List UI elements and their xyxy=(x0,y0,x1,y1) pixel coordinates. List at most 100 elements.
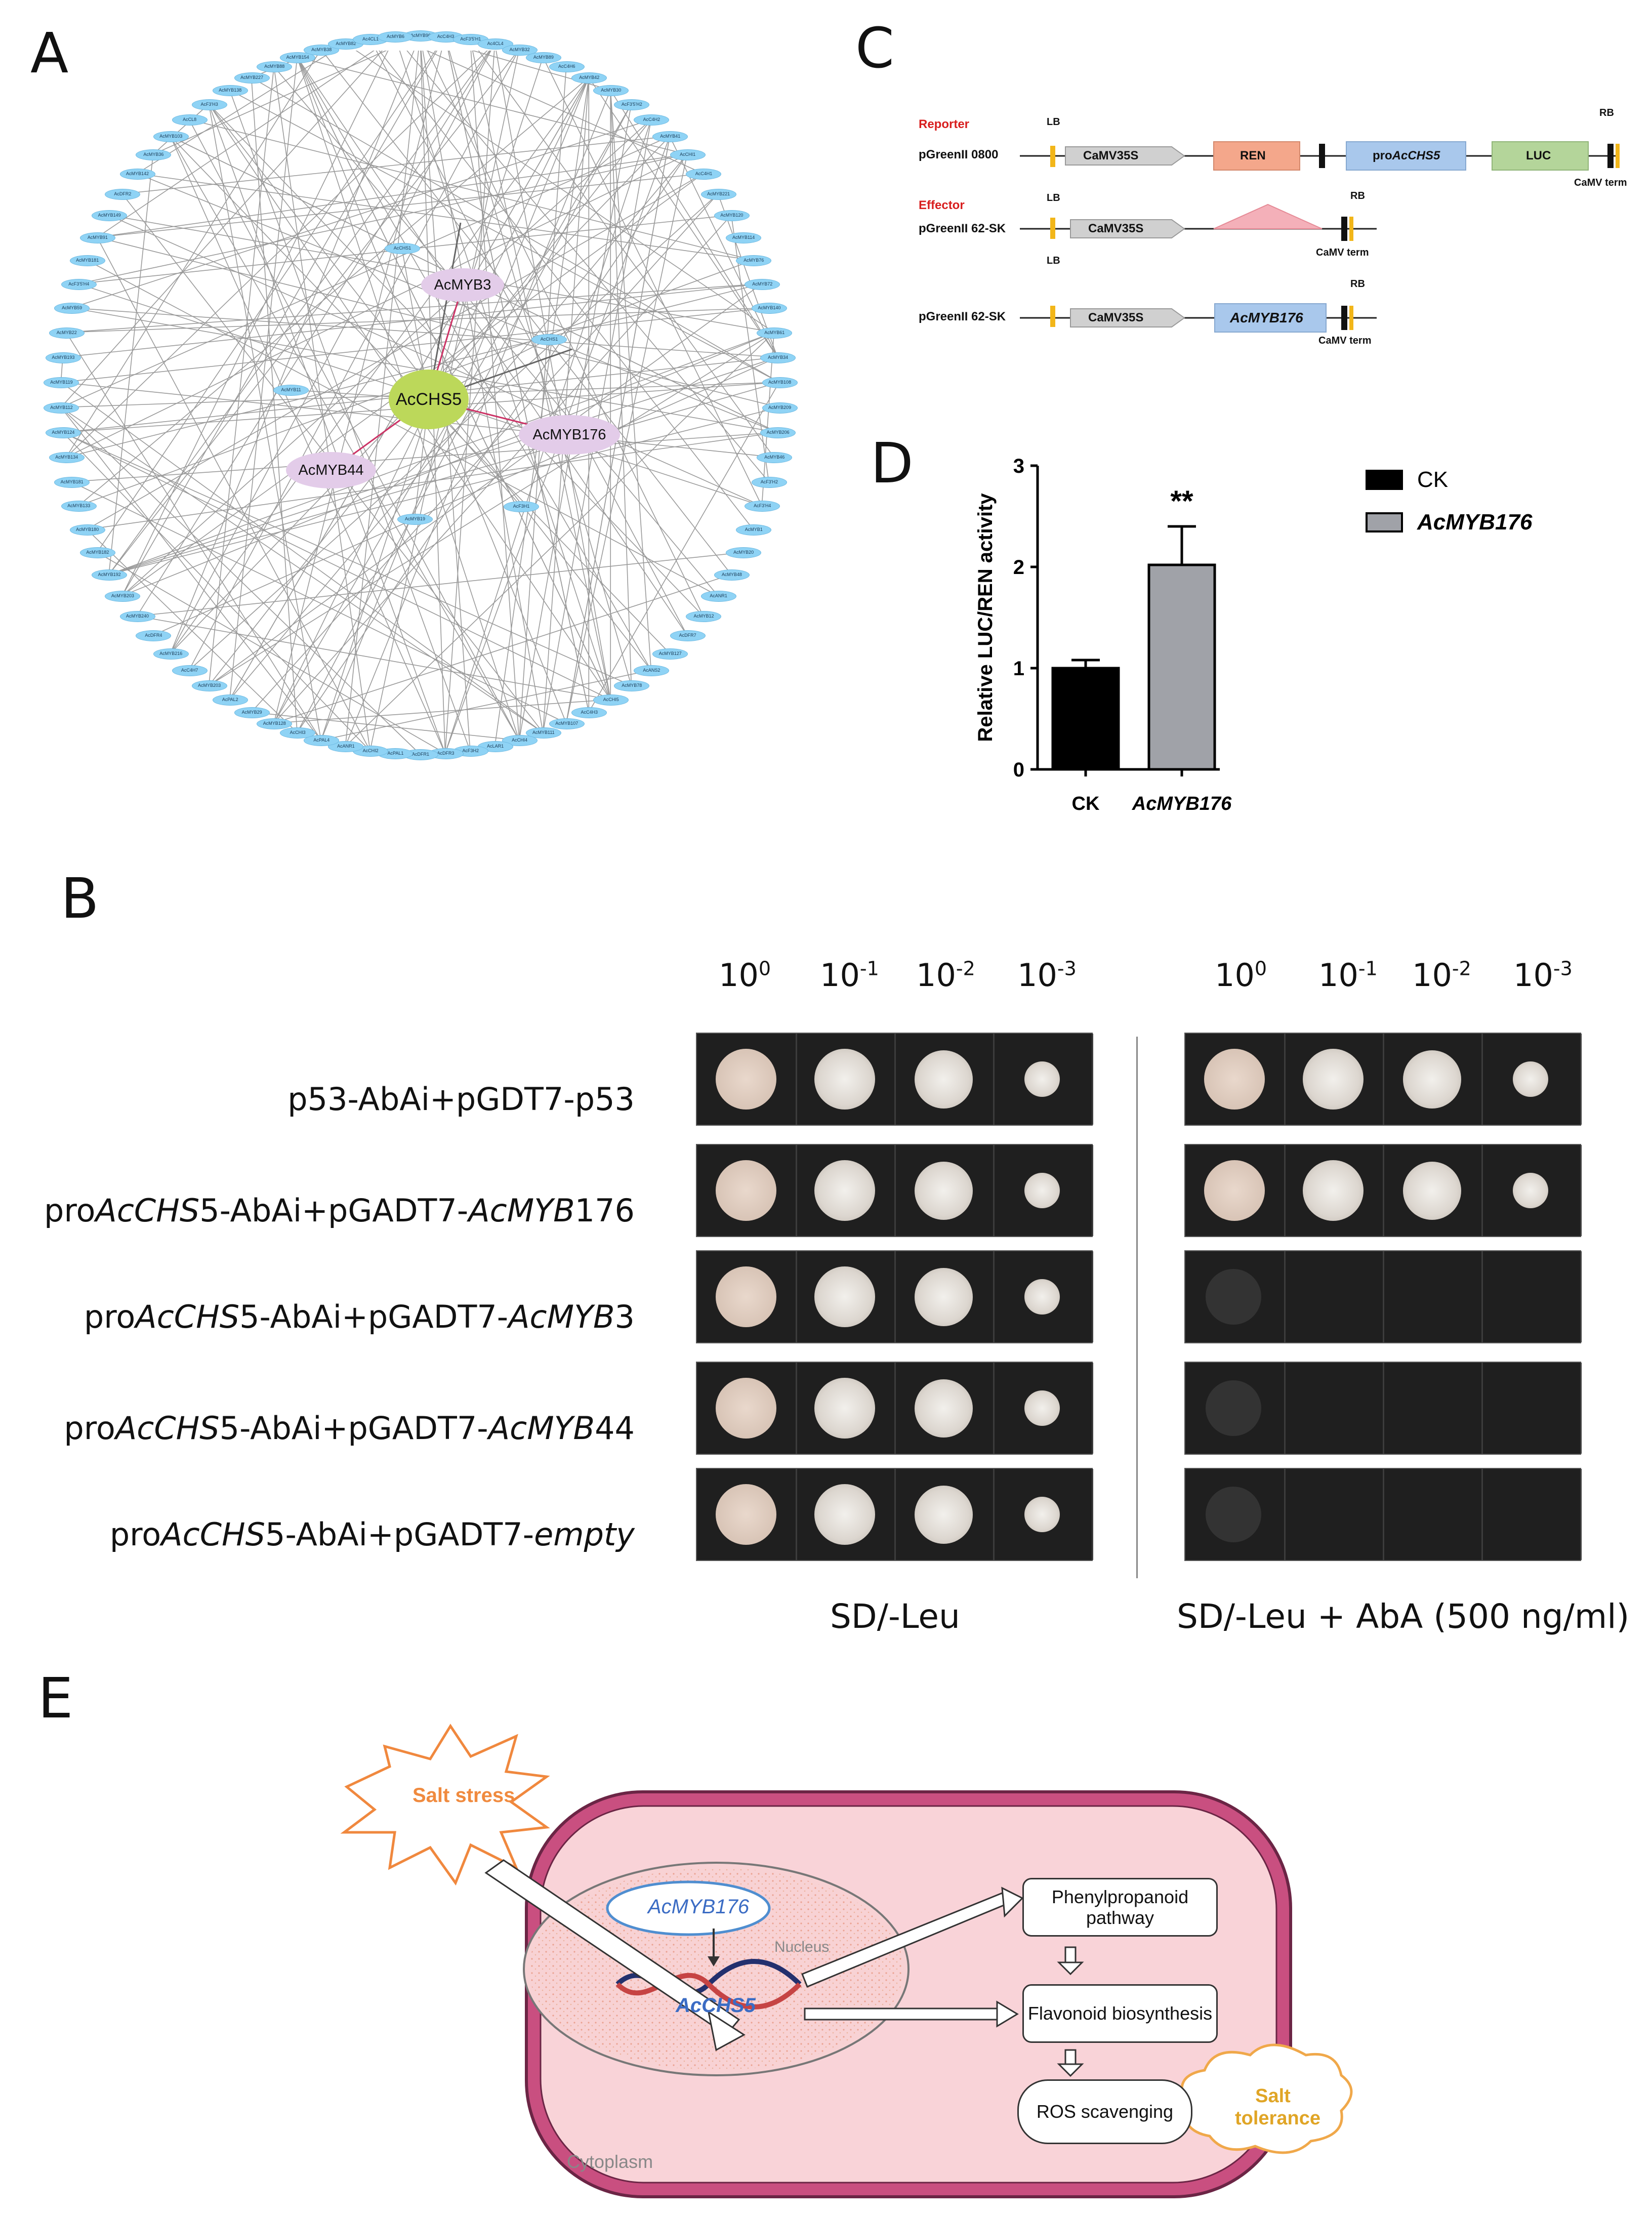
yeast-colony xyxy=(1402,1161,1461,1220)
panel-letter-c: C xyxy=(855,16,894,80)
network-edge xyxy=(170,51,491,654)
ring-node: AcMYB103 xyxy=(153,131,189,143)
ring-node: AcMYB34 xyxy=(760,352,796,363)
network-edge xyxy=(121,119,651,596)
network-edge xyxy=(108,51,519,575)
network-edge xyxy=(229,90,779,383)
x-category-label: CK xyxy=(1072,793,1100,814)
ring-node: AcF3'H2 xyxy=(751,476,787,488)
yeast-colony xyxy=(1024,1061,1060,1097)
yeast-colony xyxy=(716,1266,776,1327)
yeast-spot-cell xyxy=(796,1251,896,1342)
target-gene-label: AcCHS5 xyxy=(676,1994,756,2017)
bar-ck xyxy=(1051,667,1120,771)
yeast-spot-cell xyxy=(796,1363,896,1454)
pro-gene: AcCHS5 xyxy=(1392,149,1440,162)
ring-node: AcMYB59 xyxy=(54,303,90,314)
ring-node: AcMYB32 xyxy=(502,44,538,56)
yeast-spot-cell xyxy=(993,1034,1093,1125)
yeast-colony xyxy=(1402,1050,1461,1109)
network-edge xyxy=(189,193,719,671)
network-edge xyxy=(273,66,370,751)
yeast-spot-cell xyxy=(1383,1145,1483,1236)
camv-term-label-3: CaMV term xyxy=(1318,335,1372,346)
row-label-part: 5-AbAi+pGADT7- xyxy=(239,1298,509,1335)
yeast-plate-row xyxy=(1184,1468,1582,1561)
inner-node: AcF3H1 xyxy=(504,501,539,512)
yeast-colony xyxy=(716,1378,776,1439)
network-edge xyxy=(251,193,719,713)
effector-vector-label: pGreenII 62-SK xyxy=(919,222,1006,235)
yeast-colony xyxy=(1513,1061,1548,1097)
network-edge xyxy=(71,119,651,308)
ring-node: AcCL8 xyxy=(172,114,208,126)
medium-left-label: SD/-Leu xyxy=(830,1597,960,1636)
ring-node: AcMYB138 xyxy=(212,85,248,96)
ring-node: AcMYB128 xyxy=(257,718,293,729)
network-edge xyxy=(60,407,321,741)
yeast-colony xyxy=(814,1160,875,1221)
ring-node: AcMYB111 xyxy=(525,727,561,739)
nucleus-label: Nucleus xyxy=(774,1939,830,1955)
hub-label-acchs5: AcCHS5 xyxy=(395,389,462,409)
ring-node: AcC4H2 xyxy=(634,114,670,126)
yeast-spot-cell xyxy=(1185,1363,1286,1454)
ring-node: AcMYB72 xyxy=(745,278,780,290)
ring-node: AcMYB108 xyxy=(762,377,798,389)
network-edge xyxy=(321,670,651,741)
yeast-spot-cell xyxy=(1185,1034,1286,1125)
step-phenylpropanoid: Phenylpropanoid pathway xyxy=(1022,1878,1218,1937)
yeast-spot-cell xyxy=(1481,1251,1582,1342)
reporter-vector-label: pGreenII 0800 xyxy=(919,148,999,161)
rb-label-1: RB xyxy=(1599,107,1614,118)
dilution-label: 10-3 xyxy=(1017,957,1077,994)
network-edge xyxy=(543,57,762,506)
network-edge xyxy=(78,77,589,507)
ring-node: AcC4H3 xyxy=(571,707,607,718)
hub-node-acmyb3: AcMYB3 xyxy=(421,268,504,302)
ring-node: Ac4CL4 xyxy=(477,38,513,50)
network-edge xyxy=(379,51,754,530)
yeast-colony xyxy=(1303,1049,1364,1110)
luc-label: LUC xyxy=(1526,149,1551,162)
network-edge xyxy=(121,51,438,596)
x-category-label: AcMYB176 xyxy=(1132,793,1232,814)
dilution-label: 10-1 xyxy=(1318,957,1378,994)
network-edge xyxy=(87,260,718,596)
ring-node: AcMYB193 xyxy=(45,352,81,363)
effector-title: Effector xyxy=(919,198,965,212)
network-edge xyxy=(87,432,778,530)
hub-label-acmyb176: AcMYB176 xyxy=(532,426,606,443)
inner-node: AcMYB11 xyxy=(273,385,309,396)
network-edge xyxy=(137,173,754,261)
yeast-spot-cell xyxy=(796,1034,896,1125)
ring-node: AcMYB127 xyxy=(652,648,688,660)
ring-node: AcMYB134 xyxy=(49,452,85,464)
yeast-colony xyxy=(716,1160,776,1221)
y1h-row-label: proAcCHS5-AbAi+pGADT7-AcMYB3 xyxy=(84,1298,635,1335)
inner-node: AcCHS1 xyxy=(531,334,567,345)
ring-node: AcMYB89 xyxy=(525,52,561,63)
lb-label-3: LB xyxy=(1047,255,1060,266)
ring-node: AcMYB91 xyxy=(79,232,115,243)
effector-vector2-label: pGreenII 62-SK xyxy=(919,310,1006,323)
yeast-spot-cell xyxy=(1481,1363,1582,1454)
yeast-plate-row xyxy=(696,1033,1093,1126)
yeast-colony xyxy=(1024,1497,1060,1532)
network-edge xyxy=(60,407,544,733)
dilution-label: 100 xyxy=(719,957,771,994)
ring-node: AcMYB142 xyxy=(119,168,155,180)
ren-label: REN xyxy=(1240,149,1266,162)
yeast-spot-cell xyxy=(993,1145,1093,1236)
network-edge xyxy=(422,51,544,733)
yeast-spot-cell xyxy=(1481,1469,1582,1560)
yeast-spot-cell xyxy=(1383,1469,1483,1560)
yeast-colony xyxy=(914,1379,973,1438)
ring-node: AcF3'H3 xyxy=(191,99,227,110)
ring-node: AcMYB192 xyxy=(92,569,128,581)
ring-node: AcMYB120 xyxy=(714,210,750,221)
network-edge xyxy=(62,432,611,700)
network-edge xyxy=(108,154,154,575)
row-label-part: 3 xyxy=(614,1298,635,1335)
